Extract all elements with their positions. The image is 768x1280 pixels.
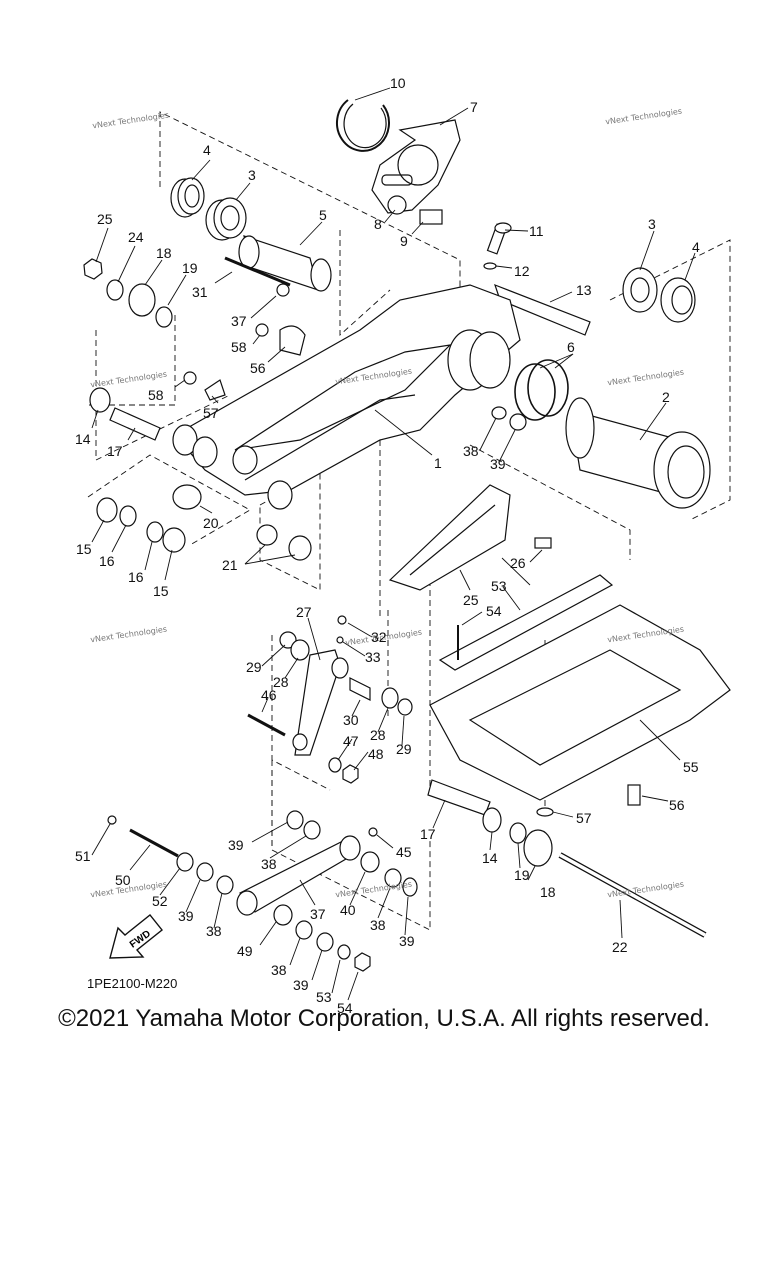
part-label: 56 <box>250 360 266 376</box>
part-label: 57 <box>576 810 592 826</box>
part-label: 12 <box>514 263 530 279</box>
part-label: 31 <box>192 284 208 300</box>
part-label: 14 <box>482 850 498 866</box>
part-label: 29 <box>246 659 262 675</box>
part-label: 38 <box>261 856 277 872</box>
part-label: 58 <box>231 339 247 355</box>
part-label: 45 <box>396 844 412 860</box>
part-label: 19 <box>182 260 198 276</box>
part-label: 51 <box>75 848 91 864</box>
part-label: 57 <box>203 405 219 421</box>
part-label: 15 <box>153 583 169 599</box>
part-label: 17 <box>420 826 436 842</box>
part-label: 29 <box>396 741 412 757</box>
part-label: 19 <box>514 867 530 883</box>
part-label: 33 <box>365 649 381 665</box>
part-label: 53 <box>316 989 332 1005</box>
part-label: 53 <box>491 578 507 594</box>
part-label: 39 <box>490 456 506 472</box>
part-label: 40 <box>340 902 356 918</box>
part-label: 8 <box>374 216 382 232</box>
part-label: 24 <box>128 229 144 245</box>
part-label: 20 <box>203 515 219 531</box>
part-label: 22 <box>612 939 628 955</box>
part-label: 4 <box>692 239 700 255</box>
part-label: 28 <box>370 727 386 743</box>
copyright-text: ©2021 Yamaha Motor Corporation, U.S.A. A… <box>58 1005 710 1032</box>
figure-code: 1PE2100-M220 <box>87 976 178 991</box>
part-label: 21 <box>222 557 238 573</box>
part-label: 11 <box>529 223 544 239</box>
part-label: 54 <box>486 603 502 619</box>
part-label: 25 <box>97 211 113 227</box>
part-label: 4 <box>203 142 211 158</box>
part-label: 47 <box>343 733 359 749</box>
part-label: 37 <box>310 906 326 922</box>
part-label: 2 <box>662 389 670 405</box>
part-label: 16 <box>128 569 144 585</box>
part-label: 55 <box>683 759 699 775</box>
exploded-view-drawing <box>83 87 731 1001</box>
part-label: 1 <box>434 455 442 471</box>
part-label: 3 <box>648 216 656 232</box>
part-label: 46 <box>261 687 277 703</box>
part-label: 38 <box>271 962 287 978</box>
part-label: 25 <box>463 592 479 608</box>
part-label: 38 <box>206 923 222 939</box>
part-label: 38 <box>370 917 386 933</box>
part-label: 13 <box>576 282 592 298</box>
part-label: 14 <box>75 431 91 447</box>
part-label: 5 <box>319 207 327 223</box>
part-label: 26 <box>510 555 526 571</box>
part-label: 15 <box>76 541 92 557</box>
part-label: 27 <box>296 604 312 620</box>
part-label: 17 <box>107 443 123 459</box>
part-label: 54 <box>337 1000 353 1016</box>
part-label: 39 <box>178 908 194 924</box>
part-label: 3 <box>248 167 256 183</box>
part-label: 39 <box>228 837 244 853</box>
part-label: 48 <box>368 746 384 762</box>
part-label: 18 <box>156 245 172 261</box>
part-label: 56 <box>669 797 685 813</box>
part-label: 52 <box>152 893 168 909</box>
part-label: 50 <box>115 872 131 888</box>
part-label: 38 <box>463 443 479 459</box>
part-label: 30 <box>343 712 359 728</box>
parts-diagram: vNext Technologies vNext Technologies vN… <box>75 75 731 1016</box>
part-label: 18 <box>540 884 556 900</box>
part-label: 39 <box>293 977 309 993</box>
part-label: 6 <box>567 339 575 355</box>
part-label: 7 <box>470 99 478 115</box>
part-label: 16 <box>99 553 115 569</box>
part-label: 28 <box>273 674 289 690</box>
part-label: 37 <box>231 313 247 329</box>
part-label: 58 <box>148 387 164 403</box>
part-label: 32 <box>371 629 387 645</box>
part-label: 49 <box>237 943 253 959</box>
part-label: 39 <box>399 933 415 949</box>
fwd-arrow-icon <box>109 914 163 959</box>
part-label: 10 <box>390 75 406 91</box>
part-label: 9 <box>400 233 408 249</box>
